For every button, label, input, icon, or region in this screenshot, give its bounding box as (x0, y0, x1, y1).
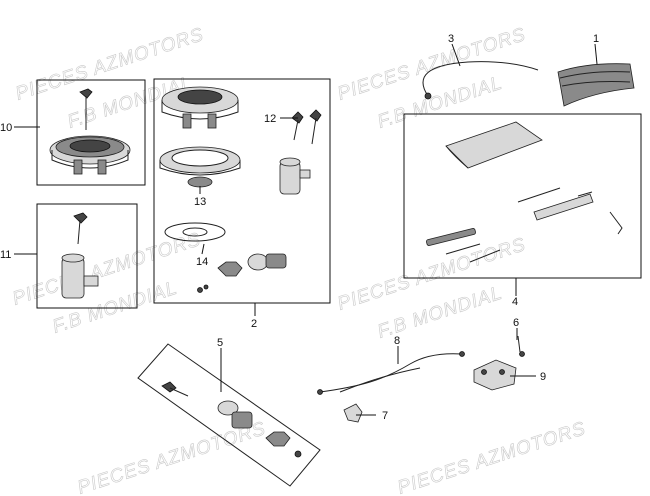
callout-11: 11 (0, 249, 11, 261)
callout-7: 7 (382, 410, 388, 422)
cable-part (422, 61, 539, 100)
screw-part (517, 335, 525, 357)
clip-part (343, 403, 363, 423)
callout-9: 9 (540, 371, 546, 383)
leader-lines (14, 43, 598, 416)
callout-4: 4 (512, 296, 518, 308)
callout-6: 6 (513, 317, 519, 329)
tool-kit-box (403, 113, 642, 279)
watermark-text: PIECES AZMOTORS (395, 418, 588, 496)
fuel-cap-assembly-box (36, 79, 146, 186)
fuel-cap-parts-box (153, 78, 331, 304)
lock-cylinder-box (36, 203, 138, 309)
throttle-cable (317, 351, 465, 395)
callout-14: 14 (196, 256, 208, 268)
callout-8: 8 (394, 335, 400, 347)
callout-3: 3 (448, 33, 454, 45)
watermark-text: PIECES AZMOTORS (75, 418, 268, 496)
callout-12: 12 (264, 113, 276, 125)
tool-pouch (557, 63, 635, 107)
callout-1: 1 (593, 33, 599, 45)
watermark-group: PIECES AZMOTORS F.B MONDIAL PIECES AZMOT… (10, 24, 589, 496)
callout-5: 5 (217, 337, 223, 349)
callout-10: 10 (0, 122, 12, 134)
callout-2: 2 (251, 318, 257, 330)
callout-13: 13 (194, 196, 206, 208)
bracket-part (473, 359, 517, 391)
callout-labels: 1 2 3 4 5 6 7 8 9 10 11 12 13 14 (0, 33, 599, 422)
lock-set-tray (137, 343, 321, 487)
